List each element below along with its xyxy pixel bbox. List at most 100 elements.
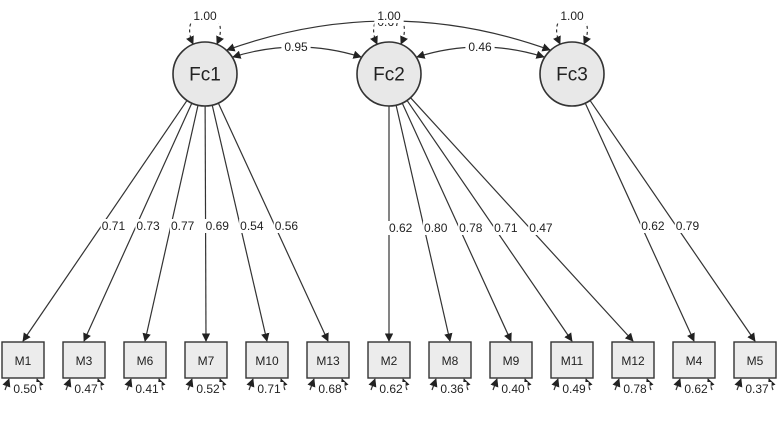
indicator-m6: M6 [123, 341, 167, 379]
residual-arrow-left-m7 [185, 378, 194, 391]
loading-path-fc3-m4 [584, 102, 695, 342]
residual-value-m5: 0.37 [742, 382, 772, 396]
variance-value-fc3: 1.00 [557, 9, 587, 23]
svg-text:1.00: 1.00 [560, 9, 584, 23]
loading-path-fc1-m13 [217, 102, 329, 342]
svg-text:0.71: 0.71 [494, 221, 518, 235]
covariance-value-fc1-fc2: 0.95 [281, 40, 311, 54]
residual-arrow-left-m9 [490, 378, 499, 391]
indicator-label: M3 [76, 354, 93, 368]
indicator-m5: M5 [733, 341, 777, 379]
svg-text:0.46: 0.46 [468, 40, 492, 54]
svg-text:0.40: 0.40 [501, 382, 525, 396]
indicator-m1: M1 [1, 341, 45, 379]
factor-label: Fc1 [189, 65, 221, 86]
svg-text:0.69: 0.69 [206, 219, 230, 233]
factor-fc3: Fc3 [539, 41, 605, 107]
svg-text:0.36: 0.36 [440, 382, 464, 396]
loading-value-m7: 0.69 [204, 219, 234, 233]
variance-loop-fc2 [370, 13, 408, 45]
indicator-label: M2 [381, 354, 398, 368]
svg-text:0.68: 0.68 [318, 382, 342, 396]
residual-arrow-left-m6 [124, 378, 133, 391]
svg-text:0.77: 0.77 [171, 219, 195, 233]
svg-text:0.80: 0.80 [424, 221, 448, 235]
residual-arrow-left-m11 [551, 378, 560, 391]
residual-arrow-left-m4 [673, 378, 682, 391]
indicator-label: M13 [316, 354, 340, 368]
factor-fc1: Fc1 [172, 41, 238, 107]
residual-value-m11: 0.49 [559, 382, 589, 396]
indicator-label: M12 [621, 354, 645, 368]
svg-text:0.78: 0.78 [459, 221, 483, 235]
indicator-m10: M10 [245, 341, 289, 379]
loading-value-m8: 0.80 [423, 221, 453, 235]
factor-fc2: Fc2 [356, 41, 422, 107]
loading-value-m6: 0.77 [169, 219, 200, 233]
residual-value-m1: 0.50 [10, 382, 40, 396]
svg-text:0.78: 0.78 [623, 382, 647, 396]
indicator-label: M7 [198, 354, 215, 368]
loading-path-fc3-m5 [589, 100, 756, 342]
residual-value-m10: 0.71 [254, 382, 284, 396]
svg-text:0.62: 0.62 [379, 382, 403, 396]
indicator-label: M11 [561, 354, 584, 368]
loading-path-fc2-m11 [406, 100, 573, 342]
svg-text:0.71: 0.71 [257, 382, 281, 396]
indicator-label: M8 [442, 354, 459, 368]
svg-text:0.62: 0.62 [641, 219, 665, 233]
svg-text:0.47: 0.47 [529, 221, 553, 235]
loading-value-m3: 0.73 [135, 219, 165, 233]
indicator-label: M6 [137, 354, 154, 368]
indicator-label: M1 [15, 354, 32, 368]
variance-loop-fc1 [186, 13, 224, 45]
residual-arrow-left-m8 [429, 378, 438, 391]
residual-value-m4: 0.62 [681, 382, 711, 396]
svg-text:0.50: 0.50 [13, 382, 37, 396]
svg-text:0.56: 0.56 [275, 219, 299, 233]
svg-text:0.71: 0.71 [102, 219, 126, 233]
svg-text:1.00: 1.00 [377, 9, 401, 23]
variance-loop-fc3 [553, 13, 591, 45]
loading-value-m4: 0.62 [640, 219, 670, 233]
indicator-m11: M11 [550, 341, 594, 379]
svg-text:0.95: 0.95 [284, 40, 308, 54]
residual-value-m8: 0.36 [437, 382, 467, 396]
residual-value-m2: 0.62 [376, 382, 406, 396]
svg-text:0.54: 0.54 [240, 219, 264, 233]
indicator-m4: M4 [672, 341, 716, 379]
indicator-label: M4 [686, 354, 703, 368]
indicator-m8: M8 [428, 341, 472, 379]
indicator-m2: M2 [367, 341, 411, 379]
indicator-label: M10 [255, 354, 279, 368]
loading-path-fc2-m8 [395, 105, 453, 342]
factor-label: Fc3 [556, 65, 588, 86]
loading-value-m13: 0.56 [273, 219, 303, 233]
residual-value-m6: 0.41 [132, 382, 162, 396]
residual-arrow-left-m13 [307, 378, 316, 391]
indicator-m3: M3 [62, 341, 106, 379]
covariance-value-fc2-fc3: 0.46 [465, 40, 495, 54]
loading-value-m2: 0.62 [388, 221, 418, 235]
indicator-m7: M7 [184, 341, 228, 379]
residual-value-m7: 0.52 [193, 382, 223, 396]
residual-arrow-left-m1 [2, 378, 11, 391]
residual-arrow-left-m12 [612, 378, 621, 391]
residual-arrow-left-m10 [246, 378, 255, 391]
residual-value-m9: 0.40 [498, 382, 528, 396]
indicator-label: M9 [503, 354, 520, 368]
loading-value-m12: 0.47 [528, 221, 558, 235]
svg-text:0.49: 0.49 [562, 382, 586, 396]
svg-text:0.62: 0.62 [389, 221, 413, 235]
indicator-m12: M12 [611, 341, 655, 379]
loading-value-m5: 0.79 [674, 219, 704, 233]
svg-text:0.73: 0.73 [136, 219, 160, 233]
variance-value-fc1: 1.00 [190, 9, 220, 23]
loading-value-m9: 0.78 [458, 221, 488, 235]
indicator-m13: M13 [306, 341, 350, 379]
svg-text:0.41: 0.41 [135, 382, 159, 396]
residual-arrow-left-m2 [368, 378, 377, 391]
svg-text:0.62: 0.62 [684, 382, 708, 396]
loading-value-m11: 0.71 [493, 221, 523, 235]
